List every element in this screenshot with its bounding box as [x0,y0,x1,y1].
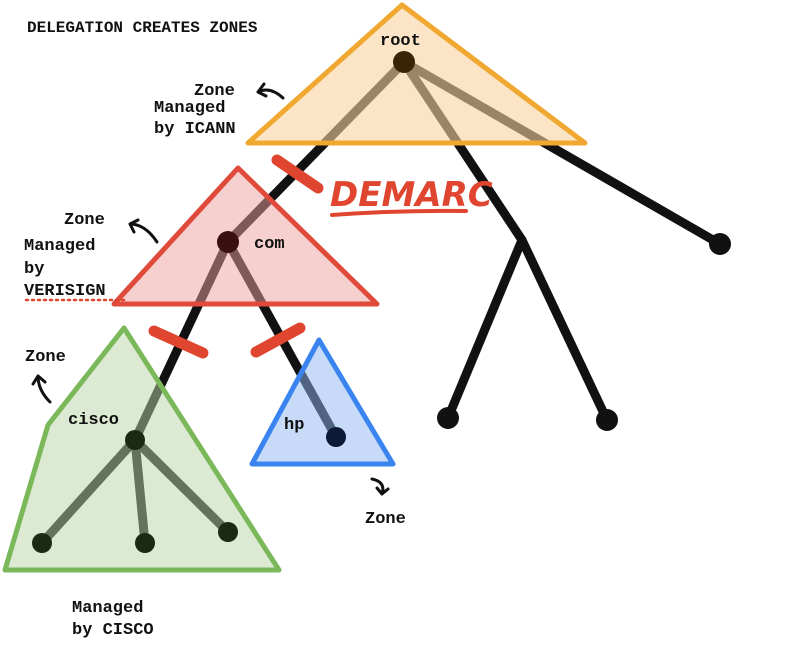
arrow-icon [31,374,52,404]
hp-label: hp [284,416,304,435]
cisco-by-label: by CISCO [72,621,154,640]
com-zone-triangle [111,165,380,307]
demarc-underline [330,208,468,217]
arrow-icon [128,218,159,244]
root-node [393,51,415,73]
hp-zone-label: Zone [365,510,406,529]
tree-nodes [32,51,731,553]
com-label: com [254,235,285,254]
leaf-node [596,409,618,431]
verisign-by-label: by [24,260,44,279]
cisco-zone-triangle [2,325,282,573]
demarc-label: DEMARC [330,175,493,215]
verisign-name-label: VERISIGN [24,282,106,301]
arrow-icon [256,82,285,100]
demarc-cut-com-hp [250,322,306,358]
cisco-zone-label: Zone [25,348,66,367]
cisco-child-node [218,522,238,542]
cisco-managed-label: Managed [72,599,143,618]
demarc-cut-root-com [271,154,324,194]
cisco-child-node [32,533,52,553]
demarc-cut-com-cisco [148,325,209,359]
leaf-node [437,407,459,429]
leaf-node [709,233,731,255]
cisco-child-node [135,533,155,553]
root-zone-triangle [245,2,588,146]
icann-by-label: by ICANN [154,120,236,139]
edge-inner-leaf2 [517,235,612,425]
diagram-title: DELEGATION CREATES ZONES [27,19,258,37]
icann-managed-label: Managed [154,99,225,118]
edge-inner-leaf1 [443,235,527,423]
arrow-icon [370,477,390,496]
verisign-managed-label: Managed [24,237,95,256]
root-label: root [380,32,421,51]
com-node [217,231,239,253]
hp-node [326,427,346,447]
hp-zone-triangle [249,337,396,467]
cisco-node [125,430,145,450]
cisco-label: cisco [68,411,119,430]
verisign-zone-label: Zone [64,211,105,230]
icann-zone-label: Zone [194,82,235,101]
